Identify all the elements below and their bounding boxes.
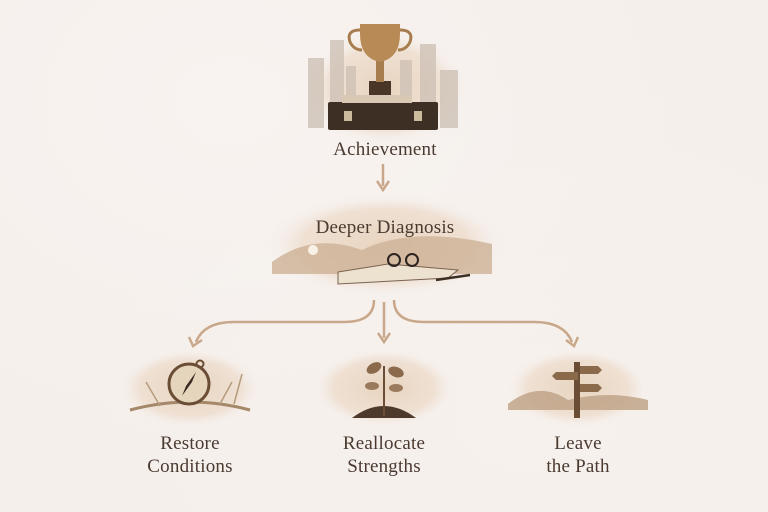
node-leave-line1: Leave <box>554 433 602 454</box>
sprout-icon <box>312 348 456 428</box>
node-restore-line2: Conditions <box>147 456 233 477</box>
node-diagnosis-label: Deeper Diagnosis <box>315 217 455 238</box>
node-reallocate-line1: Reallocate <box>342 433 426 454</box>
node-leave-label: Leave the Path <box>508 432 648 478</box>
node-achievement-label: Achievement <box>333 139 437 160</box>
arrows-diagnosis-to-options <box>187 299 580 348</box>
node-leave-line2: the Path <box>546 456 610 477</box>
node-reallocate-label: Reallocate Strengths <box>314 432 454 478</box>
node-reallocate-line2: Strengths <box>347 456 421 477</box>
compass-icon <box>118 348 262 428</box>
open-book-glasses-icon <box>266 193 506 297</box>
trophy-on-briefcase-icon <box>305 24 465 146</box>
arrow-achievement-to-diagnosis <box>375 164 391 193</box>
node-restore-label: Restore Conditions <box>120 432 260 478</box>
signpost-icon <box>506 348 650 428</box>
node-restore-line1: Restore <box>160 433 220 454</box>
